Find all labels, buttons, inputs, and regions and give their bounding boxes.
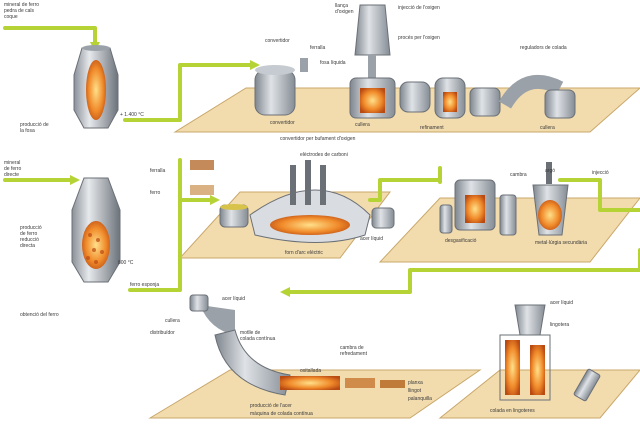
flow-arc-to-secondary [368,178,442,202]
flow-down-to-casting [288,248,640,294]
label-billet: palanquilla [408,396,432,402]
direct-reduction-furnace [71,177,121,283]
label-scrap2: ferralla [150,168,166,174]
label-secondary-cooling: cambra de refredament [340,345,367,357]
label-cc-top: acer líquid [222,296,246,302]
label-sponge-iron: ferro [150,190,161,196]
label-vacuum: desgasificació [445,238,477,244]
flow-secondary-right [558,178,640,212]
label-molten-iron: fosa líquida [320,60,346,66]
label-injection: injecció [592,170,609,176]
label-temp-800: 800 °C [118,260,134,266]
label-converter: convertidor [265,38,290,44]
label-refining: refinament [420,125,444,131]
label-temp-1400: + 1.400 °C [120,112,144,118]
flow-furnace-to-converter [123,63,252,122]
ingot-casting [499,304,601,402]
flow-input-to-furnace [3,26,97,44]
label-bloom: llingot [408,388,422,394]
label-arc-furnace: forn d'arc elèctric [285,250,323,256]
label-arc-electrodes: elèctrodes de carboni [300,152,348,158]
blast-furnace [73,45,119,129]
continuous-casting-machine [189,294,405,396]
label-top-left-input: mineral de ferro pedra de cals coque [4,2,40,20]
label-direct-reduction: producció de ferro reducció directa [20,225,42,249]
label-furnace-top: reguladors de colada [520,45,567,51]
label-argon: argó [545,168,556,174]
label-oxygen-lance: llança d'oxigen [335,3,354,15]
label-direct-iron: obtenció del ferro [20,312,59,318]
label-oxygen-process: procés per l'oxigen [398,35,440,41]
label-vacuum-chamber: cambra [510,172,527,178]
label-cutting: oxitallada [300,368,322,374]
label-converter-stage: convertidor [270,120,295,126]
flow-arrows [3,26,640,294]
label-platform1-caption: convertidor per bufament d'oxigen [280,136,356,142]
label-tilted-converter: cullera [355,122,370,128]
label-blast-furnace: producció de la fosa [20,122,49,134]
label-ingot-ladle: acer líquid [550,300,574,306]
label-platform4-caption: colada en lingoteres [490,408,535,414]
label-mould: motlle de colada contínua [240,330,276,342]
label-slab: planxa [408,380,423,386]
electric-arc-furnace [190,160,395,243]
label-oxygen-injection: injecció de l'oxigen [398,5,440,11]
flow-arrowheads [70,42,290,297]
label-tundish: cullera [165,318,180,324]
converter-row [254,4,576,119]
label-distributor: distribuïdor [150,330,175,336]
label-platform2-right: metal·lúrgia secundària [535,240,587,246]
label-sponge: ferro esponja [130,282,160,288]
label-direct-input: mineral de ferro directe [4,160,22,178]
label-platform3-caption: màquina de colada contínua [250,411,313,417]
flow-direct-to-platform [128,158,182,292]
label-molten-steel-a: acer líquid [360,236,384,242]
label-conversion: producció de l'acer [250,403,292,409]
label-scrap: ferralla [310,45,326,51]
secondary-metallurgy-units [439,162,569,236]
label-ladle: cullera [540,125,555,131]
label-ingot-mould: lingotera [550,322,570,328]
